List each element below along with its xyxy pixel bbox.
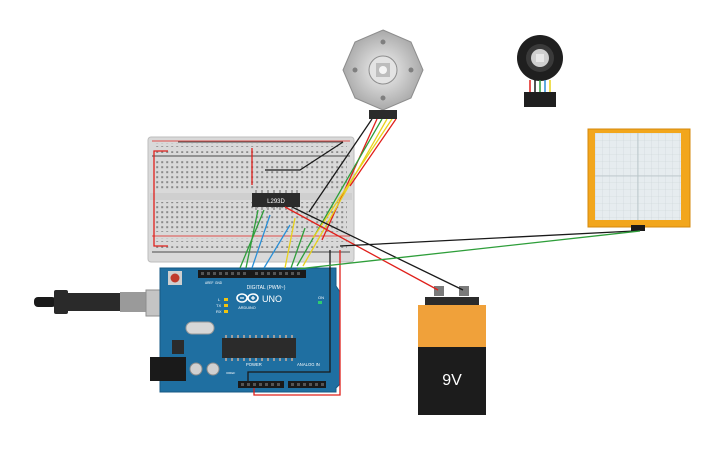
power-label: POWER	[246, 362, 262, 367]
aref-label: AREF	[205, 281, 214, 285]
rx-led-label: RX	[216, 309, 222, 314]
arduino-brand-label: ARDUINO	[238, 306, 256, 310]
ioref-label: IOREF	[226, 371, 235, 375]
usb-plug-icon	[34, 289, 173, 317]
9v-battery: 9V	[418, 286, 486, 415]
analog-label: ANALOG IN	[297, 362, 320, 367]
gnd-label: GND	[215, 281, 223, 285]
l293d-label: L293D	[267, 199, 285, 205]
l293d-chip: L293D	[252, 190, 300, 210]
reset-button-icon	[168, 271, 182, 285]
touch-panel	[587, 128, 691, 231]
l-led-label: L	[218, 297, 221, 302]
dc-motor-small	[517, 35, 563, 107]
uno-label: UNO	[262, 294, 282, 304]
arduino-logo-icon	[236, 293, 259, 303]
motor-connector	[369, 110, 397, 119]
on-led-label: ON	[318, 295, 324, 300]
battery-label: 9V	[442, 372, 462, 389]
tx-led-label: TX	[216, 303, 221, 308]
arduino-uno-board: AREF GND DIGITAL (PWM~) L TX RX UNO ARDU…	[34, 267, 341, 393]
digital-label: DIGITAL (PWM~)	[247, 285, 286, 291]
wires	[153, 118, 641, 396]
dc-motor-encoder	[342, 29, 424, 119]
